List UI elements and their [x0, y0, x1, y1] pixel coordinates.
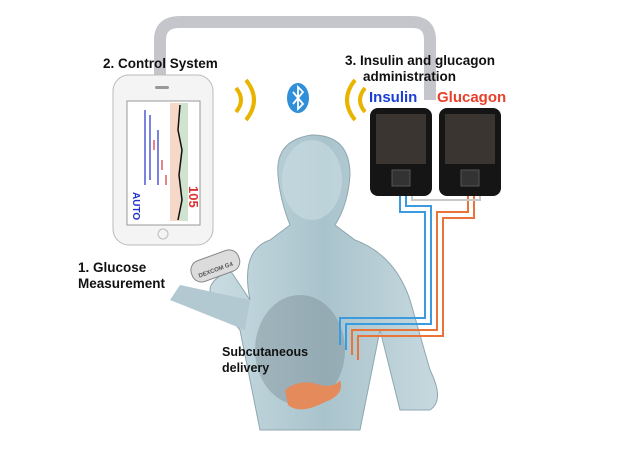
- glucagon-tubing: [351, 196, 475, 360]
- communication-arc: [154, 16, 436, 100]
- wireless-signal-icon: [234, 78, 367, 122]
- smartphone: [112, 74, 214, 246]
- administration-label-line1: 3. Insulin and glucagon: [345, 53, 496, 68]
- glucagon-pump: [439, 108, 501, 196]
- glucose-sensor: [190, 249, 241, 283]
- insulin-tubing: [339, 196, 432, 350]
- control-system-label: 2. Control System: [103, 56, 218, 71]
- pancreas: [285, 380, 341, 410]
- delivery-label-line1: Subcutaneous: [222, 345, 309, 359]
- glucose-label-line1: 1. Glucose: [78, 260, 147, 275]
- insulin-label: Insulin: [369, 89, 418, 106]
- glucagon-label: Glucagon: [437, 89, 507, 106]
- bluetooth-icon: [287, 83, 309, 113]
- administration-label-line2: administration: [363, 69, 457, 84]
- glucose-measurement-label: 1. Glucose Measurement: [78, 260, 165, 292]
- delivery-label-line2: delivery: [222, 361, 270, 375]
- glucose-label-line2: Measurement: [78, 276, 166, 291]
- administration-label: 3. Insulin and glucagon administration: [345, 53, 495, 85]
- insulin-pump: [370, 108, 432, 196]
- human-body: [170, 134, 438, 431]
- phone-mode: AUTO: [130, 192, 141, 221]
- phone-glucose-value: 105: [186, 186, 201, 208]
- subcutaneous-delivery-label: Subcutaneous delivery: [222, 344, 308, 376]
